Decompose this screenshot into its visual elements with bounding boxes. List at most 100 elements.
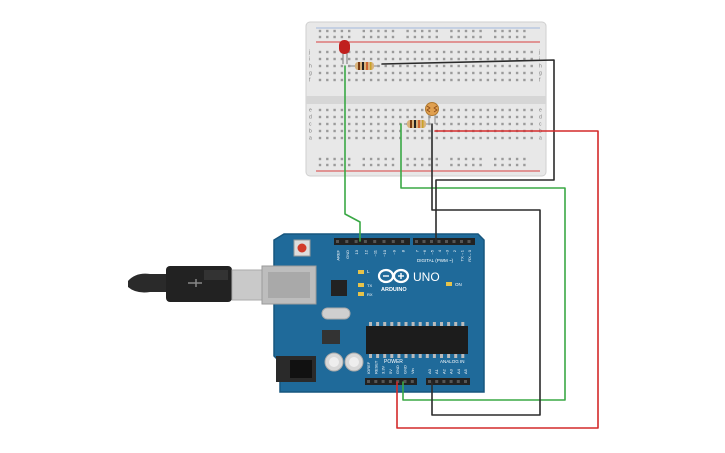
chip-pin: [440, 322, 443, 326]
breadboard-hole: [413, 50, 417, 54]
breadboard-row-letter: g: [539, 71, 542, 77]
breadboard-row-letter: c: [309, 122, 312, 128]
breadboard-hole: [391, 57, 395, 61]
breadboard-rail-hole: [515, 163, 519, 167]
breadboard-hole: [406, 64, 409, 68]
breadboard-hole: [457, 64, 460, 68]
breadboard-rail-hole: [391, 157, 395, 161]
header-hole: [363, 240, 367, 243]
breadboard-hole: [355, 115, 358, 119]
breadboard-rail-hole: [391, 163, 395, 167]
chip-pin: [425, 354, 429, 358]
breadboard-hole: [457, 122, 460, 126]
resistor-bottom: [404, 120, 430, 128]
arduino-infinity-icon: [377, 268, 410, 284]
breadboard-hole: [348, 71, 351, 75]
breadboard-hole: [450, 122, 453, 126]
breadboard-rail-hole: [435, 163, 438, 167]
breadboard-hole: [413, 78, 417, 82]
breadboard-hole: [450, 78, 453, 82]
breadboard-hole: [369, 129, 373, 133]
breadboard-rail-hole: [326, 163, 329, 167]
led-on-label: ON: [455, 282, 462, 287]
breadboard-hole: [472, 115, 475, 119]
breadboard-row-letter: e: [309, 108, 312, 114]
breadboard-hole: [326, 57, 329, 61]
breadboard-hole: [450, 50, 453, 54]
breadboard-hole: [501, 136, 504, 140]
breadboard-hole: [369, 136, 373, 140]
chip-pin: [440, 354, 443, 358]
header-hole: [367, 380, 370, 383]
breadboard-hole: [523, 122, 526, 126]
breadboard-hole: [515, 78, 519, 82]
breadboard-hole: [494, 64, 497, 68]
pin-label: A2: [441, 368, 446, 374]
breadboard-hole: [391, 50, 395, 54]
breadboard-hole: [362, 78, 365, 82]
breadboard-hole: [515, 122, 519, 126]
breadboard-row-letter: d: [309, 115, 312, 121]
breadboard-hole: [450, 64, 453, 68]
breadboard-rail-hole: [501, 35, 504, 39]
breadboard-hole: [362, 115, 365, 119]
breadboard-hole: [318, 78, 322, 82]
breadboard-hole: [369, 71, 373, 75]
breadboard-row-letter: f: [309, 78, 311, 84]
breadboard-hole: [494, 57, 497, 61]
microcontroller-pins: [369, 322, 465, 358]
wire-green-sensor-to-a0: [400, 123, 566, 401]
breadboard-hole: [428, 136, 431, 140]
breadboard-hole: [340, 136, 344, 140]
breadboard-hole: [413, 71, 417, 75]
breadboard-hole: [355, 71, 358, 75]
breadboard-hole: [318, 129, 322, 133]
breadboard-hole: [479, 115, 482, 119]
breadboard-hole: [326, 78, 329, 82]
breadboard-hole: [362, 50, 365, 54]
breadboard-hole: [406, 129, 409, 133]
breadboard-hole: [413, 108, 417, 112]
breadboard-rail-hole: [362, 35, 365, 39]
breadboard-hole: [406, 50, 409, 54]
led: [339, 40, 350, 64]
breadboard-hole: [421, 136, 424, 140]
usb-cable-tail: [128, 273, 172, 293]
breadboard-hole: [362, 136, 365, 140]
breadboard-hole: [442, 57, 446, 61]
breadboard-hole: [501, 115, 504, 119]
chip-pin: [411, 354, 415, 358]
breadboard-hole: [486, 136, 490, 140]
breadboard-rail-hole: [523, 29, 526, 33]
breadboard-hole: [384, 78, 387, 82]
chip-pin: [383, 322, 387, 326]
breadboard-hole: [413, 136, 417, 140]
breadboard-hole: [530, 136, 533, 140]
breadboard-hole: [318, 50, 322, 54]
breadboard-rail-hole: [523, 157, 526, 161]
breadboard-rail-hole: [472, 163, 475, 167]
breadboard-rail-hole: [508, 163, 511, 167]
header-hole: [415, 240, 418, 243]
reset-button-cap[interactable]: [297, 243, 307, 253]
chip-pin: [454, 322, 458, 326]
breadboard-rail-hole: [464, 163, 468, 167]
pin-label: A0: [427, 368, 432, 374]
breadboard-rail-hole: [377, 29, 380, 33]
resistor-top: [350, 62, 380, 70]
breadboard-hole: [333, 57, 336, 61]
breadboard-hole: [340, 71, 344, 75]
breadboard-hole: [355, 78, 358, 82]
breadboard-rail-hole: [472, 157, 475, 161]
breadboard-hole: [362, 108, 365, 112]
breadboard-rail-hole: [479, 35, 482, 39]
breadboard-hole: [501, 50, 504, 54]
breadboard-rail-hole: [501, 157, 504, 161]
breadboard-hole: [515, 50, 519, 54]
breadboard-rail-hole: [362, 157, 365, 161]
breadboard-hole: [508, 115, 511, 119]
breadboard-hole: [494, 108, 497, 112]
wire-green-led-to-pin13: [344, 65, 361, 242]
